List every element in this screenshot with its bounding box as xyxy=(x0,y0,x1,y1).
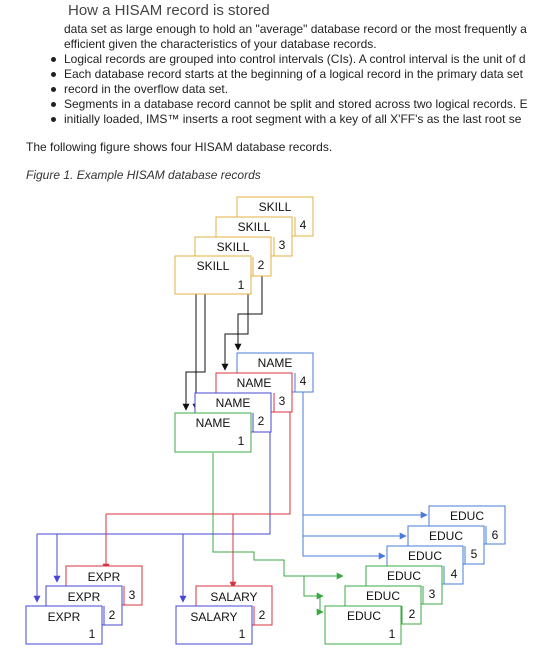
name-number-3: 3 xyxy=(279,394,286,408)
expr-label: EXPR xyxy=(48,610,81,624)
salary-label: SALARY xyxy=(190,610,237,624)
skill-label: SKILL xyxy=(259,200,292,214)
figure-intro-paragraph: The following figure shows four HISAM da… xyxy=(26,140,333,154)
educ-number-2: 2 xyxy=(409,607,416,621)
name-label: NAME xyxy=(258,356,293,370)
educ-label: EDUC xyxy=(450,509,484,523)
educ-number-6: 6 xyxy=(492,528,499,542)
skill-number-3: 3 xyxy=(279,238,286,252)
name-number-2: 2 xyxy=(258,414,265,428)
figure-caption: Figure 1. Example HISAM database records xyxy=(26,168,261,182)
intro-text: data set as large enough to hold an "ave… xyxy=(64,22,527,52)
educ-number-5: 5 xyxy=(471,547,478,561)
bullet-item: Each database record starts at the begin… xyxy=(48,67,528,82)
name-label: NAME xyxy=(196,416,231,430)
educ-number-4: 4 xyxy=(451,567,458,581)
connector-skill-to-name-4 xyxy=(234,256,263,351)
intro-line-2: efficient given the characteristics of y… xyxy=(64,37,377,51)
connector-record4-line xyxy=(302,392,386,560)
section-title: How a HISAM record is stored xyxy=(68,2,270,19)
educ-label: EDUC xyxy=(366,589,400,603)
educ-label: EDUC xyxy=(347,609,381,623)
salary-record-1: SALARY 1 xyxy=(175,605,253,645)
educ-label: EDUC xyxy=(387,569,421,583)
expr-stack: EXPR 3 EXPR 2 EXPR 1 xyxy=(25,565,143,645)
expr-record-1: EXPR 1 xyxy=(25,605,103,645)
educ-label: EDUC xyxy=(429,529,463,543)
educ-stack: EDUC EDUC 6 EDUC 5 EDUC 4 EDUC 3 EDUC 2 … xyxy=(324,505,506,645)
skill-stack: SKILL 4 SKILL 3 SKILL 2 SKILL 1 xyxy=(174,196,314,295)
connector-record3-line xyxy=(106,392,291,515)
skill-label: SKILL xyxy=(217,240,250,254)
educ-number-1: 1 xyxy=(389,627,396,641)
name-label: NAME xyxy=(237,376,272,390)
bullet-item: Segments in a database record cannot be … xyxy=(48,97,528,112)
bullet-list: Logical records are grouped into control… xyxy=(48,52,528,127)
skill-label: SKILL xyxy=(197,259,230,273)
educ-number-3: 3 xyxy=(429,587,436,601)
bullet-continuation: record in the overflow data set. xyxy=(48,82,528,97)
skill-number-4: 4 xyxy=(300,218,307,232)
intro-line-1: data set as large enough to hold an "ave… xyxy=(64,22,527,36)
box-dividers xyxy=(103,217,487,625)
skill-record-1: SKILL 1 xyxy=(174,255,252,295)
bullet-continuation: initially loaded, IMS™ inserts a root se… xyxy=(48,112,528,127)
name-label: NAME xyxy=(216,396,251,410)
expr-number-2: 2 xyxy=(109,608,116,622)
salary-label: SALARY xyxy=(210,590,257,604)
expr-number-1: 1 xyxy=(89,627,96,641)
salary-stack: SALARY 2 SALARY 1 xyxy=(175,585,273,645)
name-record-1: NAME 1 xyxy=(174,412,252,453)
expr-number-3: 3 xyxy=(129,588,136,602)
connector-record2-line xyxy=(37,412,271,535)
skill-number-2: 2 xyxy=(258,258,265,272)
expr-label: EXPR xyxy=(88,570,121,584)
name-stack: NAME 4 NAME 3 NAME 2 NAME 1 xyxy=(174,352,314,453)
bullet-item: Logical records are grouped into control… xyxy=(48,52,528,67)
connector-skill-to-name-3 xyxy=(221,276,249,371)
connector-skill-to-name-2 xyxy=(182,294,206,411)
expr-label: EXPR xyxy=(68,590,101,604)
connectors xyxy=(33,256,428,616)
skill-number-1: 1 xyxy=(238,278,245,292)
name-number-1: 1 xyxy=(238,434,245,448)
educ-label: EDUC xyxy=(408,549,442,563)
educ-record-1: EDUC 2 1 xyxy=(324,605,416,645)
salary-number-2: 2 xyxy=(259,608,266,622)
salary-number-1: 1 xyxy=(239,627,246,641)
name-number-4: 4 xyxy=(300,374,307,388)
skill-label: SKILL xyxy=(238,220,271,234)
